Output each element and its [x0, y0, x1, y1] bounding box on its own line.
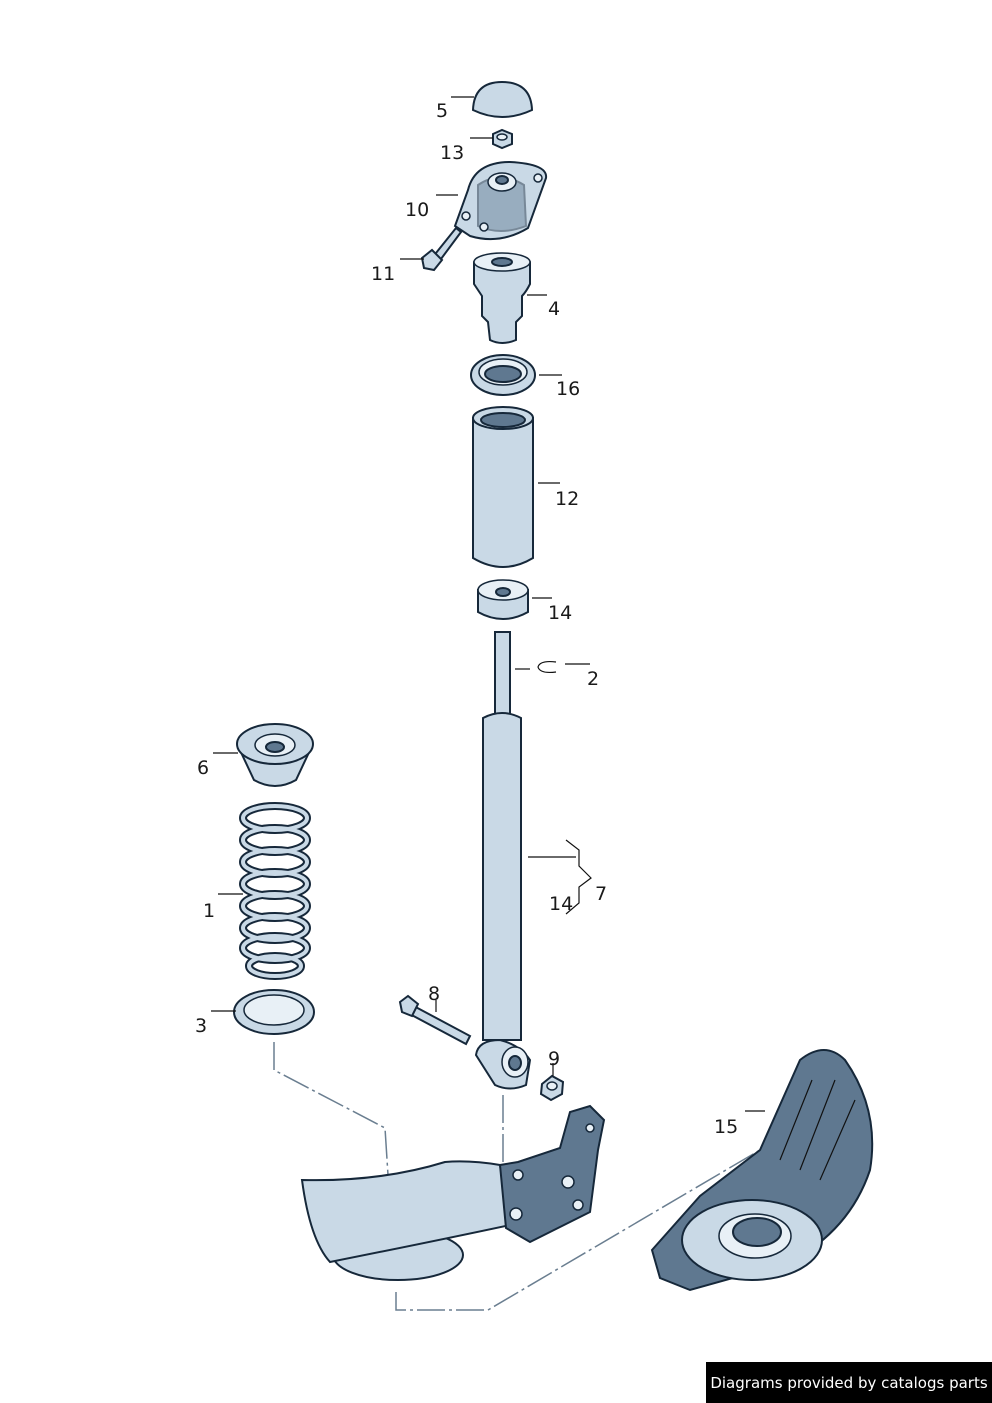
part-7-shock-absorber[interactable] — [474, 631, 532, 1090]
label-11: 11 — [371, 263, 395, 285]
part-16-bearing-ring[interactable] — [470, 354, 536, 396]
label-10: 10 — [405, 199, 429, 221]
label-14: 14 — [548, 602, 572, 624]
leader-lines — [211, 96, 765, 1112]
label-2: 2 — [587, 668, 599, 690]
label-7: 7 — [595, 883, 607, 905]
part-3-spring-pad[interactable] — [233, 989, 315, 1035]
label-6: 6 — [197, 757, 209, 779]
part-14-buffer[interactable] — [477, 579, 529, 620]
assembly-line-shield — [395, 1149, 761, 1311]
part-11-bolt[interactable] — [420, 226, 463, 272]
part-12-protective-sleeve[interactable] — [472, 406, 534, 568]
spring-highlight — [241, 804, 309, 978]
label-15: 15 — [714, 1116, 738, 1138]
part-4-bump-stop[interactable] — [473, 252, 531, 344]
part-2-circlip[interactable] — [537, 660, 557, 674]
label-14-kit: 14 — [549, 893, 573, 915]
rear-axle-beam — [300, 1104, 606, 1281]
label-3: 3 — [195, 1015, 207, 1037]
label-12: 12 — [555, 488, 579, 510]
label-4: 4 — [548, 298, 560, 320]
part-6-spring-seat[interactable] — [236, 723, 314, 787]
label-9: 9 — [548, 1048, 560, 1070]
part-10-strut-mount[interactable] — [453, 160, 548, 241]
part-9-nut[interactable] — [539, 1074, 565, 1102]
diagram-credit-caption: Diagrams provided by catalogs parts — [706, 1362, 992, 1403]
part-15-splash-shield[interactable] — [650, 1049, 874, 1292]
label-1: 1 — [203, 900, 215, 922]
label-16: 16 — [556, 378, 580, 400]
label-8: 8 — [428, 983, 440, 1005]
part-5-cap[interactable] — [471, 80, 534, 118]
part-8-bolt[interactable] — [398, 994, 472, 1046]
label-5: 5 — [436, 100, 448, 122]
label-13: 13 — [440, 142, 464, 164]
part-13-nut[interactable] — [492, 128, 513, 150]
assembly-line-spring — [273, 1042, 389, 1176]
